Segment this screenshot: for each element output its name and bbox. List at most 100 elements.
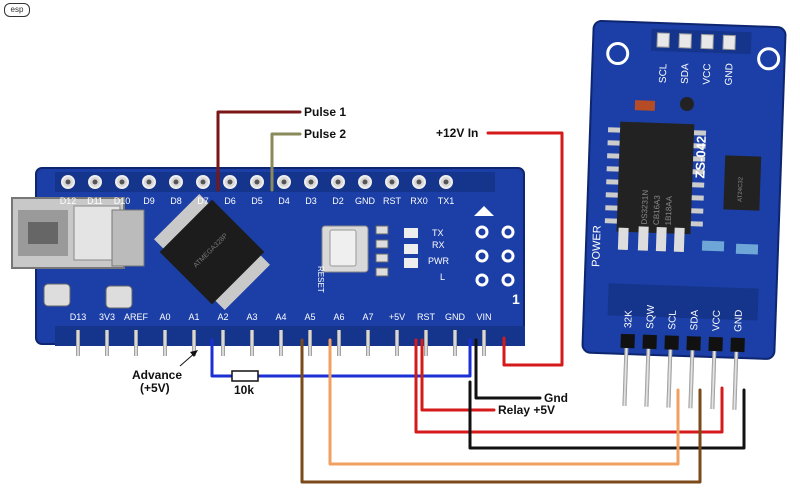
- nano-bottom-pin-label: A3: [246, 312, 257, 322]
- pulse2-wire: [270, 132, 302, 192]
- rtc-top-pin-label: GND: [724, 63, 736, 86]
- nano-top-pin-label: D8: [170, 196, 182, 206]
- resistor-label: 10k: [234, 383, 255, 397]
- nano-bottom-pin-label: RST: [417, 312, 436, 322]
- nano-bottom-pin-rst: [424, 330, 428, 356]
- nano-top-pin-label: D12: [60, 196, 77, 206]
- nano-bottom-pin-label: A2: [217, 312, 228, 322]
- rtc-bottom-pin-sda: [688, 350, 695, 409]
- nano-bottom-pin-a3: [250, 330, 254, 356]
- led-label-pwr: PWR: [428, 256, 449, 266]
- nano-top-pin-label: D10: [114, 196, 131, 206]
- v12-wire: [486, 131, 564, 367]
- rtc-top-header: SCL SDA VCC GND: [656, 32, 736, 86]
- vcc-wire: [414, 338, 724, 434]
- reset-button: RESET: [316, 225, 369, 293]
- eeprom-text: AT24C32: [738, 176, 745, 202]
- arduino-nano-board: ATMEGA328P RESET TX RX PWR L 1 D12 D11: [11, 167, 525, 356]
- nano-top-pin-label: D6: [224, 196, 236, 206]
- nano-bottom-pin-label: A1: [188, 312, 199, 322]
- nano-bottom-pin-d13: [76, 330, 80, 356]
- pulse2-label: Pulse 2: [304, 127, 347, 141]
- nano-bottom-pin-a5: [308, 330, 312, 356]
- led-label-tx: TX: [432, 228, 444, 238]
- scl-wire: [328, 338, 680, 466]
- nano-bottom-pin-label: A0: [159, 312, 170, 322]
- rtc-top-pin-vcc: [700, 33, 714, 50]
- nano-bottom-pin-label: A6: [333, 312, 344, 322]
- rtc-bottom-pin-32k: [622, 347, 629, 407]
- advance-arrow: [179, 350, 198, 367]
- nano-bottom-pin-a2: [221, 330, 225, 356]
- pulse1-label: Pulse 1: [304, 105, 347, 119]
- nano-bottom-pin-label: D13: [70, 312, 87, 322]
- rtc-top-pin-label: SDA: [680, 63, 692, 84]
- nano-bottom-pin-3v3: [105, 330, 109, 356]
- icsp-number: 1: [512, 291, 520, 307]
- nano-bottom-pin-gnd: [453, 330, 457, 356]
- rtc-board-name: ZS-042: [692, 136, 708, 179]
- led-label-rx: RX: [432, 240, 445, 250]
- nano-bottom-pin-a7: [366, 330, 370, 356]
- esp-logo: esp: [4, 3, 30, 17]
- advance-sub-label: (+5V): [140, 381, 170, 395]
- rtc-bottom-pin-label: SCL: [667, 310, 679, 330]
- rtc-bottom-pin-label: VCC: [711, 310, 723, 331]
- rtc-bottom-pin-vcc: [710, 351, 717, 410]
- rtc-bottom-pin-label: SQW: [645, 304, 657, 329]
- resistor-10k: [231, 370, 259, 382]
- gnd-label: Gnd: [544, 391, 568, 405]
- nano-bottom-pin-a4: [279, 330, 283, 356]
- nano-top-pin-label: D5: [251, 196, 263, 206]
- rtc-top-pin-label: SCL: [658, 63, 670, 83]
- advance-wire: [210, 338, 234, 378]
- v12-label: +12V In: [436, 126, 479, 140]
- nano-top-pin-label: GND: [355, 196, 376, 206]
- nano-top-pin-label: D7: [197, 196, 209, 206]
- nano-top-pin-label: RST: [383, 196, 402, 206]
- rtc-bottom-pin-label: GND: [733, 310, 745, 333]
- nano-bottom-pin-label: 3V3: [99, 312, 115, 322]
- rtc-bottom-pin-gnd: [732, 351, 739, 410]
- nano-bottom-pin-a1: [192, 330, 196, 356]
- nano-top-pin-label: D4: [278, 196, 290, 206]
- rtc-bottom-pin-label: SDA: [689, 309, 701, 330]
- rtc-power-label: POWER: [590, 225, 603, 267]
- nano-top-pin-label: D3: [305, 196, 317, 206]
- atmega-chip: ATMEGA328P: [154, 194, 270, 310]
- pulse1-wire: [216, 110, 302, 192]
- eeprom-chip: AT24C32: [723, 155, 762, 211]
- nano-bottom-pin-label: AREF: [124, 312, 149, 322]
- gnd-wire: [474, 338, 542, 400]
- nano-bottom-pin-vin: [482, 330, 486, 356]
- rtc-chip-text-line: CB16A3: [652, 194, 662, 225]
- nano-top-pin-label: D9: [143, 196, 155, 206]
- rtc-top-pin-label: VCC: [702, 63, 714, 84]
- sda-wire: [300, 338, 702, 484]
- nano-bottom-pin-a6: [337, 330, 341, 356]
- nano-bottom-pin-label: GND: [445, 312, 466, 322]
- nano-bottom-pin-label: A4: [275, 312, 286, 322]
- rtc-bottom-pin-label: 32K: [623, 310, 635, 328]
- icsp-header: [475, 225, 515, 287]
- rtc-bottom-header: 32K SQW SCL SDA VCC GND: [620, 304, 745, 410]
- rtc-bottom-pin-sqw: [644, 348, 651, 407]
- nano-top-pin-label: D11: [87, 196, 103, 206]
- advance-label: Advance: [132, 368, 183, 382]
- nano-bottom-pin-plus5v: [395, 330, 399, 356]
- led-label-l: L: [440, 272, 445, 282]
- usb-connector: [11, 197, 125, 269]
- rtc-bottom-pin-scl: [666, 349, 673, 408]
- nano-bottom-pin-aref: [134, 330, 138, 356]
- nano-bottom-pin-a0: [163, 330, 167, 356]
- rtc-top-pin-gnd: [722, 34, 736, 51]
- rtc-chip-text-line: DS3231N: [640, 190, 650, 225]
- reset-label: RESET: [316, 266, 325, 293]
- rtc-chip-text-line: 1B18AA: [664, 195, 674, 225]
- nano-bottom-pin-label: A7: [362, 312, 373, 322]
- nano-bottom-pin-label: A5: [304, 312, 315, 322]
- nano-bottom-pin-label: +5V: [389, 312, 405, 322]
